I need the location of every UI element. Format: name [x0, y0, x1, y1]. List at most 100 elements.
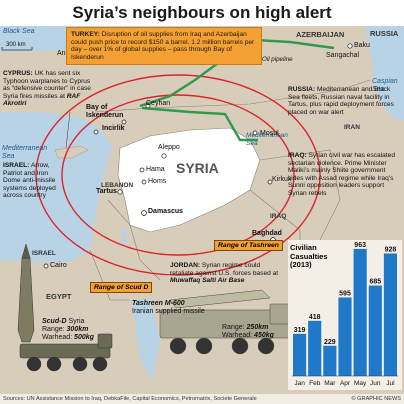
tashreen-figures: Range: 250km Warhead: 450kg: [222, 324, 274, 340]
caspian-sea-label: Caspian Sea: [372, 78, 398, 93]
russia-info-box: RUSSIA: Mediterranean and Black Sea flee…: [288, 86, 400, 116]
cyprus-box-body: UK has sent six Typhoon warplanes to Cyp…: [3, 70, 91, 100]
footer-credit: © GRAPHIC NEWS: [351, 396, 402, 402]
tashreen-warhead-label: Warhead:: [222, 332, 253, 339]
tashreen-launcher-image: [159, 289, 295, 355]
city-tartus: Tartus: [96, 188, 117, 195]
tashreen-note: Iranian supplied missile: [132, 308, 205, 315]
scud-range: 300km: [66, 326, 89, 333]
scud-origin: Syria: [68, 318, 85, 325]
country-syria: SYRIA: [176, 160, 219, 176]
city-baku: Baku: [354, 42, 370, 49]
jordan-box-tail: Muwaffaq Salti Air Base: [170, 277, 245, 285]
category-label-jun: Jun: [370, 380, 381, 387]
bar-jul: [383, 253, 397, 376]
scud-name: Scud-D: [42, 318, 67, 325]
bar-may: [353, 248, 367, 376]
israel-box-body: Arrow, Patriot and Iron Dome anti-missil…: [3, 162, 56, 200]
tashreen-spec: Tashreen M-600 Iranian supplied missile: [132, 300, 212, 316]
bar-apr: [338, 297, 352, 376]
range-scud-tag: Range of Scud D: [90, 282, 153, 293]
city-cairo: Cairo: [50, 262, 67, 269]
bar-mar: [323, 345, 337, 376]
country-lebanon: LEBANON: [101, 182, 134, 189]
oil-pipeline-kirkuk-ceyhan: [141, 106, 258, 142]
bar-feb: [308, 320, 322, 376]
israel-box-head: ISRAEL:: [3, 162, 30, 169]
range-ring-scud: [35, 74, 321, 276]
city-kirkuk: Kirkuk: [272, 176, 292, 183]
country-iran: IRAN: [344, 124, 360, 131]
value-label-may: 963: [354, 242, 366, 249]
country-russia: RUSSIA: [370, 29, 399, 38]
israel-info-box: ISRAEL: Arrow, Patriot and Iron Dome ant…: [3, 162, 65, 200]
jordan-info-box: JORDAN: Syrian regime could retaliate ag…: [170, 262, 280, 285]
city-aleppo: Aleppo: [158, 144, 180, 151]
city-homs: Homs: [148, 178, 167, 185]
turkey-box-body: Disruption of oil supplies from Iraq and…: [71, 31, 255, 61]
city-damascus: Damascus: [148, 208, 184, 215]
range-ring-tashreen: [61, 94, 295, 256]
scud-range-label: Range:: [42, 326, 65, 333]
chart-plot: 319Jan418Feb229Mar595Apr963May685Jun928J…: [292, 242, 398, 387]
tashreen-warhead: 450kg: [254, 332, 274, 339]
city-ceyhan: Ceyhan: [146, 100, 171, 107]
city-hama: Hama: [146, 166, 165, 173]
country-azerbaijan: AZERBAIJAN: [296, 30, 345, 39]
jordan-box-head: JORDAN:: [170, 262, 201, 269]
tashreen-name: Tashreen M-600: [132, 300, 185, 307]
chart-title: Civilian Casualties (2013): [290, 243, 328, 269]
category-label-mar: Mar: [324, 380, 336, 387]
scud-spec: Scud-D Syria Range: 300km Warhead: 500kg: [42, 318, 94, 342]
category-label-jul: Jul: [386, 380, 395, 387]
oil-pipeline-label: Oil pipeline: [262, 56, 293, 63]
category-label-may: May: [354, 380, 367, 387]
footer-sources: Sources: UN Assistance Mission to Iraq, …: [3, 396, 257, 402]
category-label-jan: Jan: [294, 380, 305, 387]
bar-jun: [368, 285, 382, 376]
iraq-info-box: IRAQ: Syrian civil war has escalated sec…: [288, 152, 402, 198]
value-label-mar: 229: [324, 339, 336, 346]
mediterranean-sea-label-small: Mediterranean Sea: [246, 132, 288, 147]
value-label-apr: 595: [339, 290, 351, 297]
scud-warhead-label: Warhead:: [42, 334, 73, 341]
turkey-box-head: TURKEY:: [71, 31, 100, 38]
russia-box-body: Mediterranean and Black Sea fleets, Russ…: [288, 86, 394, 116]
city-incirlik: Incirlik: [102, 125, 125, 132]
cyprus-island: [54, 145, 89, 159]
country-borders: [89, 79, 371, 301]
city-bay-of-iskenderun: Bay of Iskenderun: [86, 104, 124, 119]
country-israel-map: ISRAEL: [32, 250, 56, 257]
value-label-jan: 319: [294, 327, 306, 334]
country-iraq: IRAQ: [270, 213, 287, 220]
category-label-apr: Apr: [340, 380, 351, 387]
value-label-jun: 685: [369, 279, 381, 286]
footer: Sources: UN Assistance Mission to Iraq, …: [0, 394, 404, 404]
city-mosul: Mosul: [260, 130, 279, 137]
scale-label: 300 km: [6, 42, 26, 48]
tashreen-range: 250km: [246, 324, 269, 331]
iraq-box-head: IRAQ:: [288, 152, 307, 159]
iraq-box-body: Syrian civil war has escalated sectarian…: [288, 152, 396, 197]
dead-sea: [122, 228, 126, 246]
russia-box-head: RUSSIA:: [288, 86, 316, 93]
country-egypt: EGYPT: [46, 292, 72, 301]
page-title: Syria’s neighbours on high alert: [0, 0, 404, 26]
cyprus-box-tail: RAF Akrotiri: [3, 92, 81, 108]
city-baghdad: Baghdad: [252, 230, 282, 237]
value-label-jul: 928: [385, 247, 397, 254]
cyprus-info-box: CYPRUS: UK has sent six Typhoon warplane…: [3, 70, 97, 108]
tashreen-range-label: Range:: [222, 324, 245, 331]
cyprus-box-head: CYPRUS:: [3, 70, 33, 77]
scale-bar: [1, 47, 33, 51]
bar-jan: [293, 333, 307, 376]
category-label-feb: Feb: [309, 380, 321, 387]
turkey-info-box: TURKEY: Disruption of oil supplies from …: [66, 27, 262, 66]
caspian-sea: [365, 26, 404, 120]
scud-launcher-image: [17, 243, 113, 372]
mediterranean-sea-label: Mediterranean Sea: [2, 145, 48, 160]
jordan-box-body: Syrian regime could retaliate against U.…: [170, 262, 279, 277]
black-sea-label: Black Sea: [3, 28, 35, 35]
